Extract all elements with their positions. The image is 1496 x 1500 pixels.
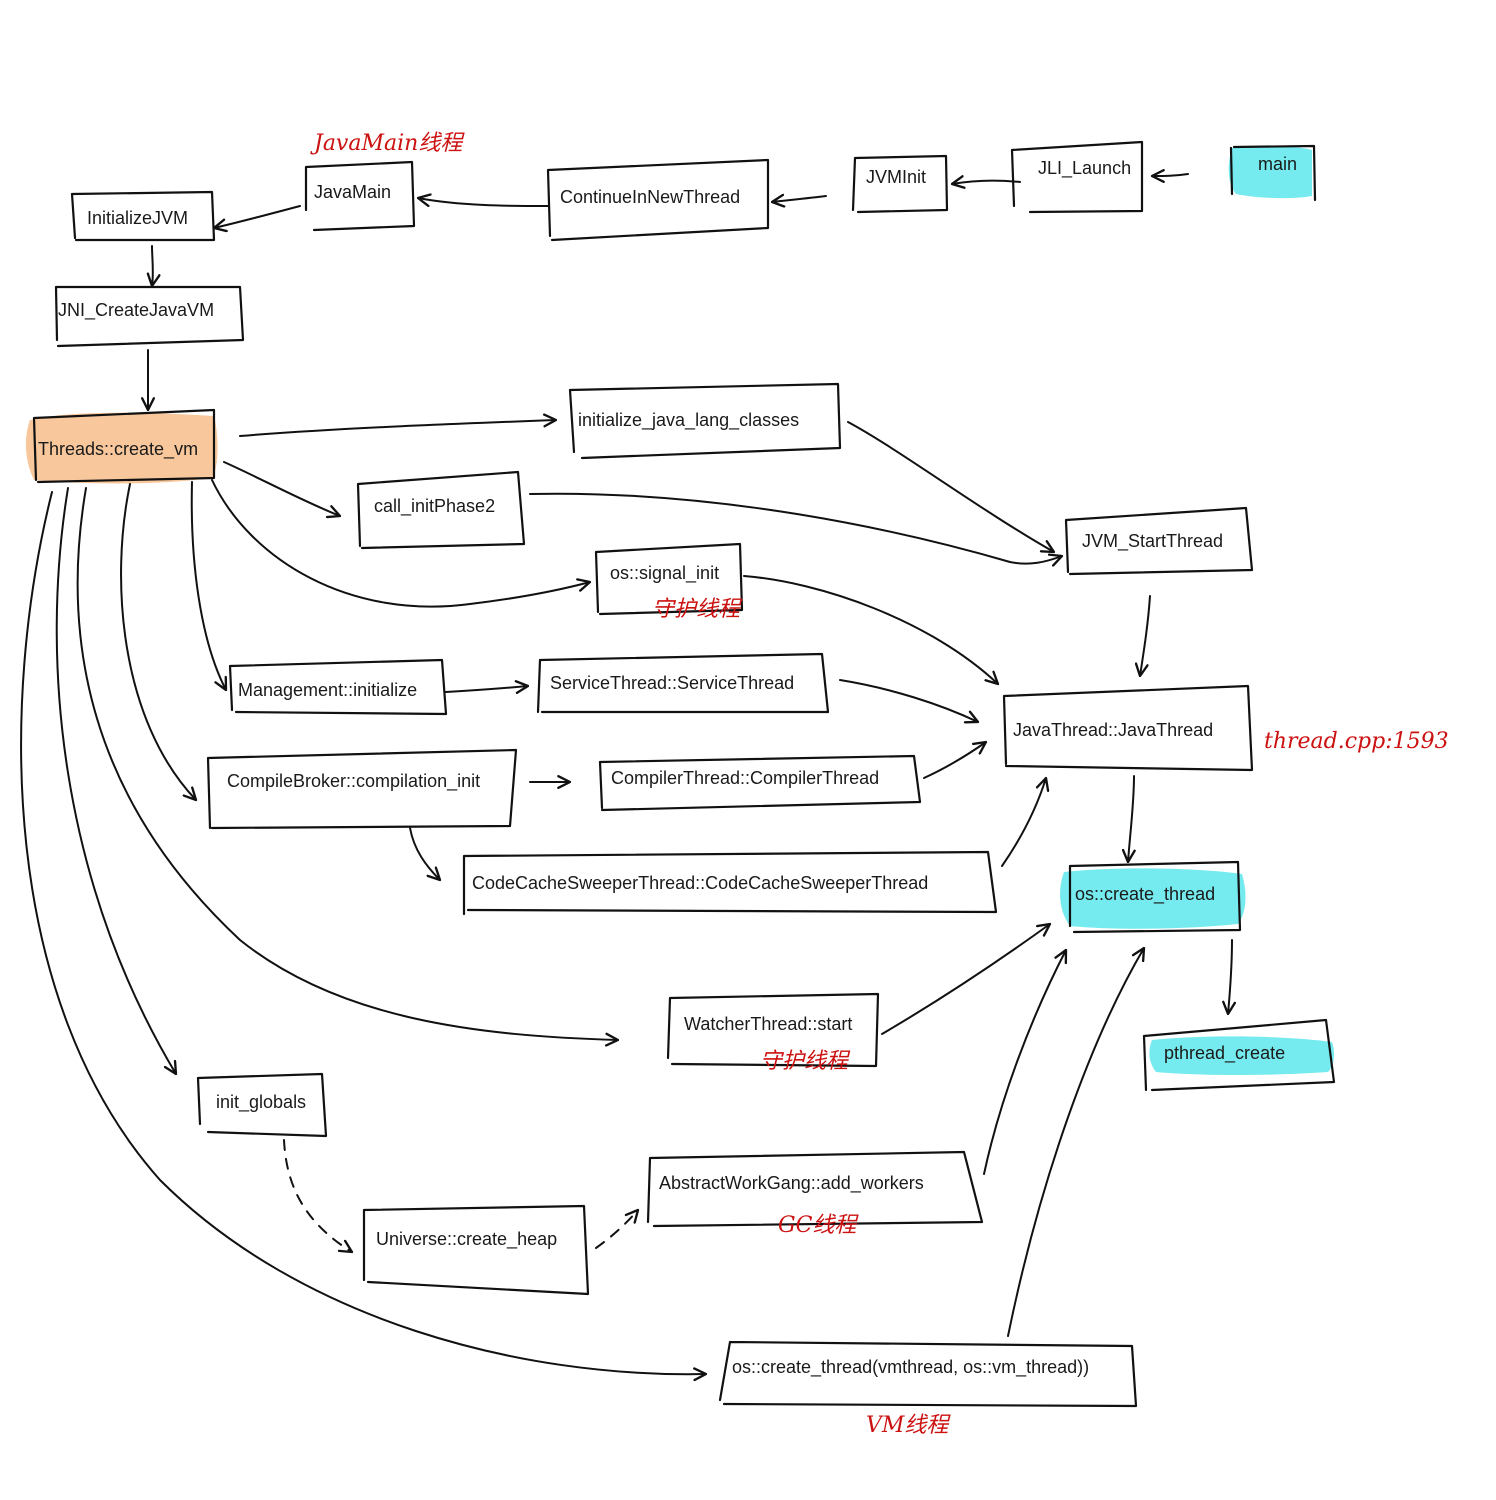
edge-javathread-oscreate <box>1121 775 1136 864</box>
compilebroker-box <box>206 748 518 830</box>
edge-service-javathread <box>839 679 980 724</box>
node-os-create-thread-vm: os::create_thread(vmthread, os::vm_threa… <box>732 1357 1089 1378</box>
node-jvm-startthread: JVM_StartThread <box>1082 531 1223 552</box>
initializejvm-box <box>70 190 216 242</box>
universe-create-heap-box <box>362 1204 590 1296</box>
edge-universe-workgang <box>595 1208 640 1249</box>
edge-continue-javamain <box>416 193 549 208</box>
note-vm-thread: VM线程 <box>866 1413 951 1438</box>
node-continue-in-new-thread: ContinueInNewThread <box>560 187 740 207</box>
pthread-create-highlight <box>1149 1036 1335 1075</box>
edge-callinit-jvmstart <box>529 492 1064 567</box>
codecachesweeper-box <box>462 850 998 916</box>
call-initphase2-box <box>356 470 526 550</box>
edge-threads-signal <box>211 479 592 608</box>
jvminit-box <box>851 154 949 214</box>
note-thread-cpp: thread.cpp:1593 <box>1264 729 1449 754</box>
node-javathread: JavaThread::JavaThread <box>1013 720 1213 740</box>
node-management-initialize: Management::initialize <box>238 680 417 700</box>
node-javamain: JavaMain <box>314 182 391 202</box>
highlights <box>25 145 1335 1075</box>
node-main: main <box>1258 154 1297 174</box>
edge-initjvm-jni <box>146 245 161 288</box>
jvm-startthread-box <box>1064 506 1254 576</box>
os-create-thread-box <box>1068 860 1242 934</box>
init-globals-box <box>196 1072 328 1138</box>
edge-jvmstart-javathread <box>1134 595 1151 678</box>
edge-initglobals-universe <box>283 1139 354 1254</box>
node-codecachesweeper: CodeCacheSweeperThread::CodeCacheSweeper… <box>472 873 928 893</box>
edge-osvm-oscreate <box>1007 946 1146 1337</box>
javathread-box <box>1002 684 1254 772</box>
edges <box>20 168 1237 1382</box>
edge-threads-compilebroker <box>120 483 198 802</box>
edge-threads-callinit <box>223 461 342 519</box>
node-init-globals: init_globals <box>216 1092 306 1113</box>
node-os-signal-init: os::signal_init <box>610 563 719 584</box>
edge-watcher-oscreate <box>881 922 1052 1035</box>
node-threads-create-vm: Threads::create_vm <box>38 439 198 460</box>
servicethread-box <box>536 652 830 714</box>
watcherthread-box <box>666 992 880 1068</box>
os-create-thread-vm-box <box>718 1340 1138 1408</box>
node-compilerthread: CompilerThread::CompilerThread <box>611 768 879 788</box>
edge-jli-jvminit <box>950 175 1021 189</box>
edge-compilebroker-sweeper <box>409 827 442 882</box>
pthread-create-box <box>1142 1018 1336 1092</box>
annotations: JavaMain线程 守护线程 thread.cpp:1593 守护线程 GC线… <box>310 131 1449 1438</box>
threads-create-vm-highlight <box>25 412 218 484</box>
node-labels: main JLI_Launch JVMInit ContinueInNewThr… <box>38 154 1297 1378</box>
node-pthread-create: pthread_create <box>1164 1043 1285 1064</box>
edge-compiler-javathread <box>923 740 988 779</box>
note-gc-thread: GC线程 <box>778 1213 859 1238</box>
jli-launch-box <box>1010 140 1144 214</box>
node-compilebroker: CompileBroker::compilation_init <box>227 771 480 792</box>
edge-initlang-jvmstart <box>847 421 1056 554</box>
edge-threads-osvm <box>20 491 708 1382</box>
edge-threads-watcher <box>76 487 620 1047</box>
management-init-box <box>228 658 448 716</box>
node-initialize-jvm: InitializeJVM <box>87 208 188 228</box>
edge-oscreate-pthread <box>1222 939 1237 1016</box>
node-os-create-thread: os::create_thread <box>1075 884 1215 905</box>
edge-threads-initlang <box>239 413 558 437</box>
javamain-box <box>304 160 416 232</box>
edge-jvminit-continue <box>770 193 827 208</box>
os-create-thread-highlight <box>1060 868 1246 929</box>
node-initialize-java-lang-classes: initialize_java_lang_classes <box>578 410 799 431</box>
node-jli-launch: JLI_Launch <box>1038 158 1131 179</box>
edge-signal-javathread <box>743 575 1000 686</box>
node-universe-create-heap: Universe::create_heap <box>376 1229 557 1250</box>
node-boxes <box>32 140 1336 1408</box>
note-daemon-watcher: 守护线程 <box>760 1049 851 1074</box>
note-javamain-thread: JavaMain线程 <box>310 131 465 156</box>
node-jvminit: JVMInit <box>866 167 926 187</box>
edge-javamain-initjvm <box>212 205 301 233</box>
edge-threads-initglobals <box>55 487 178 1076</box>
os-signal-init-box <box>594 542 744 616</box>
node-call-initphase2: call_initPhase2 <box>374 496 495 517</box>
node-watcherthread-start: WatcherThread::start <box>684 1014 852 1034</box>
edge-main-jli <box>1150 168 1189 183</box>
initialize-java-lang-box <box>568 382 842 460</box>
edge-threads-management <box>190 481 228 692</box>
edge-management-service <box>445 680 530 695</box>
edge-workgang-oscreate <box>983 948 1068 1175</box>
abstractworkgang-box <box>646 1150 984 1228</box>
note-daemon-signal: 守护线程 <box>652 597 743 622</box>
compilerthread-box <box>598 754 922 812</box>
main-box <box>1229 144 1317 202</box>
threads-create-vm-box <box>32 408 216 484</box>
continue-box <box>546 158 770 242</box>
node-jni-create-javavm: JNI_CreateJavaVM <box>58 300 214 321</box>
edge-sweeper-javathread <box>1001 776 1050 867</box>
main-highlight <box>1228 145 1312 199</box>
node-servicethread: ServiceThread::ServiceThread <box>550 673 794 693</box>
node-abstractworkgang: AbstractWorkGang::add_workers <box>659 1173 924 1194</box>
